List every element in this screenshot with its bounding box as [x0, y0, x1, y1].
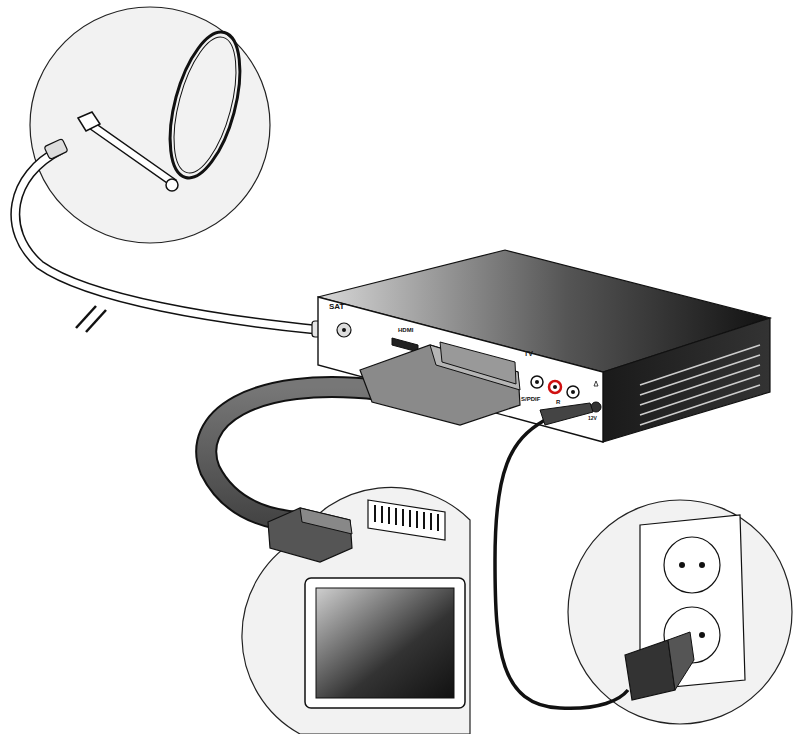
receiver-box	[318, 250, 770, 442]
coax-cable	[15, 138, 338, 337]
port-label: R	[556, 399, 560, 405]
port-label: TV	[524, 350, 533, 357]
tv-inset	[242, 487, 470, 734]
port-label: SAT	[329, 303, 344, 311]
port-label: S/PDIF	[521, 396, 540, 402]
dish-inset	[30, 7, 270, 243]
power-inset	[568, 500, 792, 724]
port-label: 12V	[588, 416, 597, 421]
port-label: HDMI	[398, 327, 413, 333]
power-cable	[495, 403, 694, 708]
